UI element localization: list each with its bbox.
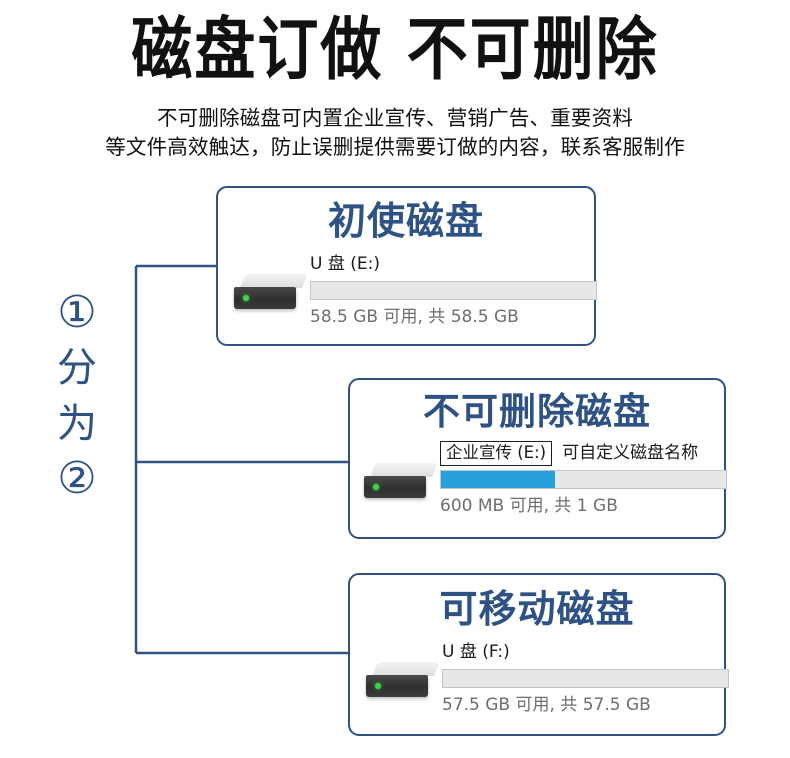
drive-led-icon: [375, 683, 381, 689]
drive-lid-shape: [370, 463, 438, 477]
drive-name-line: U 盘 (F:): [442, 640, 729, 664]
capacity-progress-bar: [310, 281, 597, 300]
drive-name-line: U 盘 (E:): [310, 252, 597, 276]
drive-row: U 盘 (F:) 57.5 GB 可用, 共 57.5 GB: [350, 640, 729, 716]
drive-row: 企业宣传 (E:) 可自定义磁盘名称 600 MB 可用, 共 1 GB: [350, 440, 727, 517]
subtitle-line-2: 等文件高效触达，防止误删提供需要订做的内容，联系客服制作: [105, 135, 685, 159]
page-title: 磁盘订做 不可删除: [131, 10, 659, 90]
branch-number-one: ①: [57, 287, 97, 338]
drive-info: 企业宣传 (E:) 可自定义磁盘名称 600 MB 可用, 共 1 GB: [434, 440, 727, 517]
drive-body-shape: [234, 287, 296, 309]
external-drive-icon: [366, 658, 440, 704]
branch-char-fen: 分: [57, 345, 97, 391]
drive-name-note: 可自定义磁盘名称: [562, 443, 699, 463]
drive-led-icon: [243, 295, 249, 301]
drive-body-shape: [364, 476, 426, 498]
card-title: 初使磁盘: [327, 199, 484, 243]
capacity-progress-bar: [442, 669, 729, 688]
drive-row: U 盘 (E:) 58.5 GB 可用, 共 58.5 GB: [218, 252, 597, 328]
external-drive-icon: [364, 459, 438, 505]
branch-number-two: ②: [57, 453, 97, 504]
capacity-progress-fill: [441, 471, 555, 488]
disk-card: 可移动磁盘 U 盘 (F:) 57.5 GB 可用, 共 57.5 GB: [348, 573, 729, 736]
branch-label: ① 分 为 ②: [46, 286, 108, 506]
capacity-progress-bar: [440, 470, 727, 489]
drive-info: U 盘 (F:) 57.5 GB 可用, 共 57.5 GB: [436, 640, 729, 716]
drive-info: U 盘 (E:) 58.5 GB 可用, 共 58.5 GB: [304, 252, 597, 328]
disk-card: 不可删除磁盘 企业宣传 (E:) 可自定义磁盘名称 600 MB 可用, 共 1…: [348, 378, 727, 539]
branch-char-wei: 为: [57, 401, 97, 447]
drive-name-label: U 盘 (E:): [310, 254, 380, 274]
drive-led-icon: [373, 484, 379, 490]
drive-lid-shape: [372, 662, 440, 676]
drive-name-label: 企业宣传 (E:): [440, 440, 553, 466]
card-title: 可移动磁盘: [439, 587, 635, 631]
subtitle-line-1: 不可删除磁盘可内置企业宣传、营销广告、重要资料: [156, 106, 634, 130]
capacity-text: 600 MB 可用, 共 1 GB: [440, 496, 618, 516]
capacity-text: 57.5 GB 可用, 共 57.5 GB: [442, 695, 651, 715]
drive-name-line: 企业宣传 (E:) 可自定义磁盘名称: [440, 440, 727, 466]
capacity-text: 58.5 GB 可用, 共 58.5 GB: [310, 307, 519, 327]
drive-body-shape: [366, 675, 428, 697]
drive-lid-shape: [240, 274, 308, 288]
disk-card: 初使磁盘 U 盘 (E:) 58.5 GB 可用, 共 58.5 GB: [216, 186, 597, 346]
page-subtitle: 不可删除磁盘可内置企业宣传、营销广告、重要资料 等文件高效触达，防止误删提供需要…: [0, 104, 790, 162]
external-drive-icon: [234, 270, 308, 316]
card-title: 不可删除磁盘: [423, 390, 651, 433]
page-header: 磁盘订做 不可删除 不可删除磁盘可内置企业宣传、营销广告、重要资料 等文件高效触…: [0, 0, 790, 162]
drive-name-label: U 盘 (F:): [442, 642, 510, 662]
